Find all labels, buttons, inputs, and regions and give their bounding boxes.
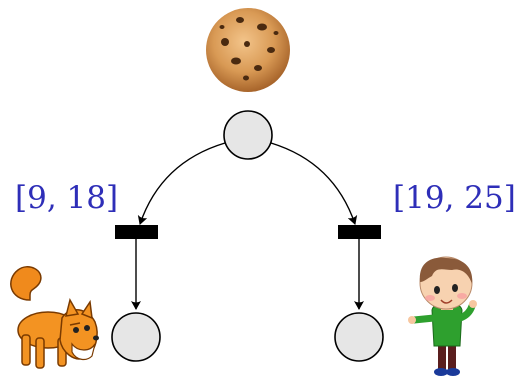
fox-icon (10, 266, 99, 369)
edge-source-to-right-transition (270, 142, 358, 225)
transition-left (115, 225, 158, 239)
interval-label-left-transition: [9, 18] (15, 180, 119, 216)
edge-source-to-left-transition (137, 142, 226, 225)
interval-label-right-transition: [19, 25] (393, 180, 516, 216)
transition-right (338, 225, 381, 239)
place-left-target (111, 312, 161, 362)
petri-net-diagram (10, 8, 477, 376)
child-icon (408, 256, 477, 376)
place-right-target (334, 312, 384, 362)
place-source (223, 110, 273, 160)
cookie-icon (206, 8, 290, 92)
